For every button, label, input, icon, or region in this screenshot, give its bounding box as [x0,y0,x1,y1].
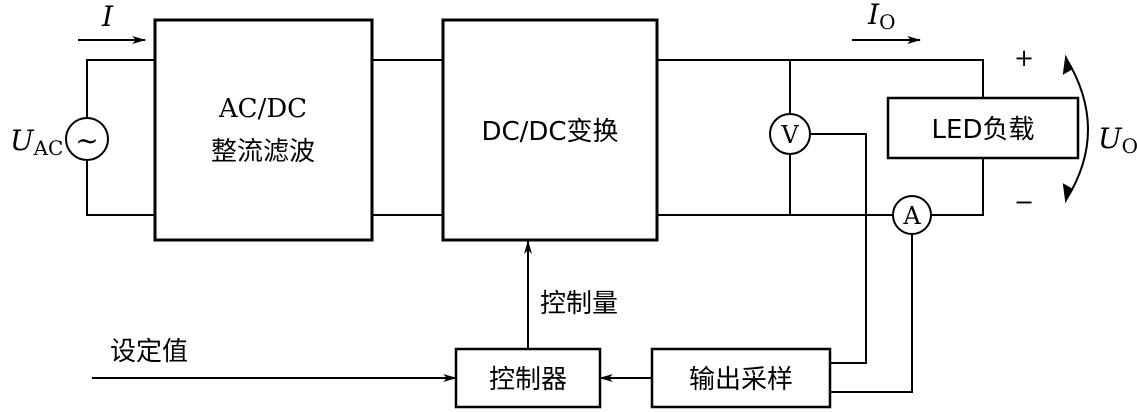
dcdc-block-label: DC/DC变换 [481,117,618,147]
led-load-block [886,96,1080,160]
dcdc-converter-block [441,18,659,242]
wiring [78,36,1089,393]
controller-block [454,347,602,409]
wire-voltmeter-signal [810,133,867,364]
negative-terminal-label: − [1014,188,1034,216]
acdc-rectifier-block [153,18,374,242]
ac-source-circle [65,117,109,161]
ac-source-glyph: ~ [75,124,98,157]
output-sampler-label: 输出采样 [689,365,793,395]
wire-source-top [86,59,155,118]
controller-label: 控制器 [489,365,567,395]
output-voltage-arrow [1065,57,1089,201]
led-load-label: LED负载 [932,115,1035,145]
output-voltage-label: UO [1098,122,1137,158]
wire-ammeter-signal [830,235,913,393]
acdc-block-subtitle: 整流滤波 [211,137,315,167]
positive-terminal-label: + [1014,44,1034,72]
ammeter-label: A [902,202,921,230]
control-quantity-label: 控制量 [540,289,618,319]
output-sampler-block [650,347,832,409]
output-voltage-arrowhead-bottom [1062,183,1073,204]
wire-load-negative [931,158,984,216]
output-voltage-arrowhead-top [1062,54,1073,75]
input-current-label: I [101,0,114,33]
voltmeter-label: V [780,121,799,149]
wire-output-positive [657,59,984,98]
ammeter-circle [892,195,932,235]
output-current-label: IO [867,0,895,34]
source-voltage-label: UAC [10,124,63,160]
ac-source: ~ [65,117,109,161]
voltmeter-circle [769,113,811,155]
setpoint-label: 设定值 [110,337,188,367]
wire-source-bottom [86,160,155,216]
acdc-block-title: AC/DC [218,94,307,124]
